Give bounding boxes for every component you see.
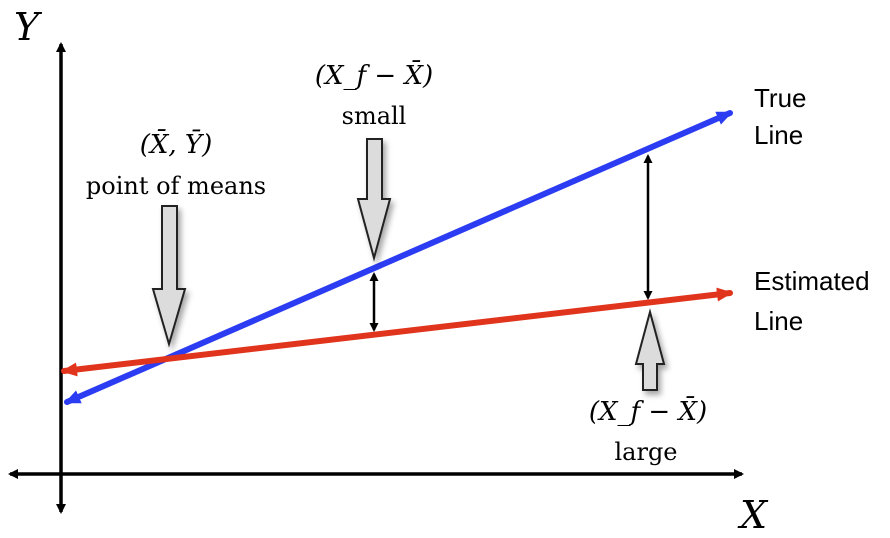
true-line-label-2: Line bbox=[754, 120, 803, 150]
point-of-means-math: (X̄, Ȳ) bbox=[140, 128, 213, 160]
estimated-line bbox=[61, 287, 733, 377]
point-of-means-callout-arrow bbox=[151, 205, 187, 348]
estimated-line-label-2: Line bbox=[754, 306, 803, 336]
large-gap-callout-arrow bbox=[634, 308, 666, 391]
estimated-line-label-1: Estimated bbox=[754, 266, 870, 296]
large-gap-label: large bbox=[614, 438, 677, 466]
large-gap-math: (X_f − X̄) bbox=[589, 395, 707, 427]
y-axis-label: Y bbox=[14, 5, 43, 49]
small-gap-math: (X_f − X̄) bbox=[315, 59, 433, 91]
small-gap-callout-arrow bbox=[356, 138, 392, 262]
small-gap-label: small bbox=[342, 102, 407, 130]
point-of-means-label: point of means bbox=[86, 172, 266, 200]
x-axis-label: X bbox=[737, 493, 769, 537]
true-line-label-1: True bbox=[754, 83, 807, 113]
